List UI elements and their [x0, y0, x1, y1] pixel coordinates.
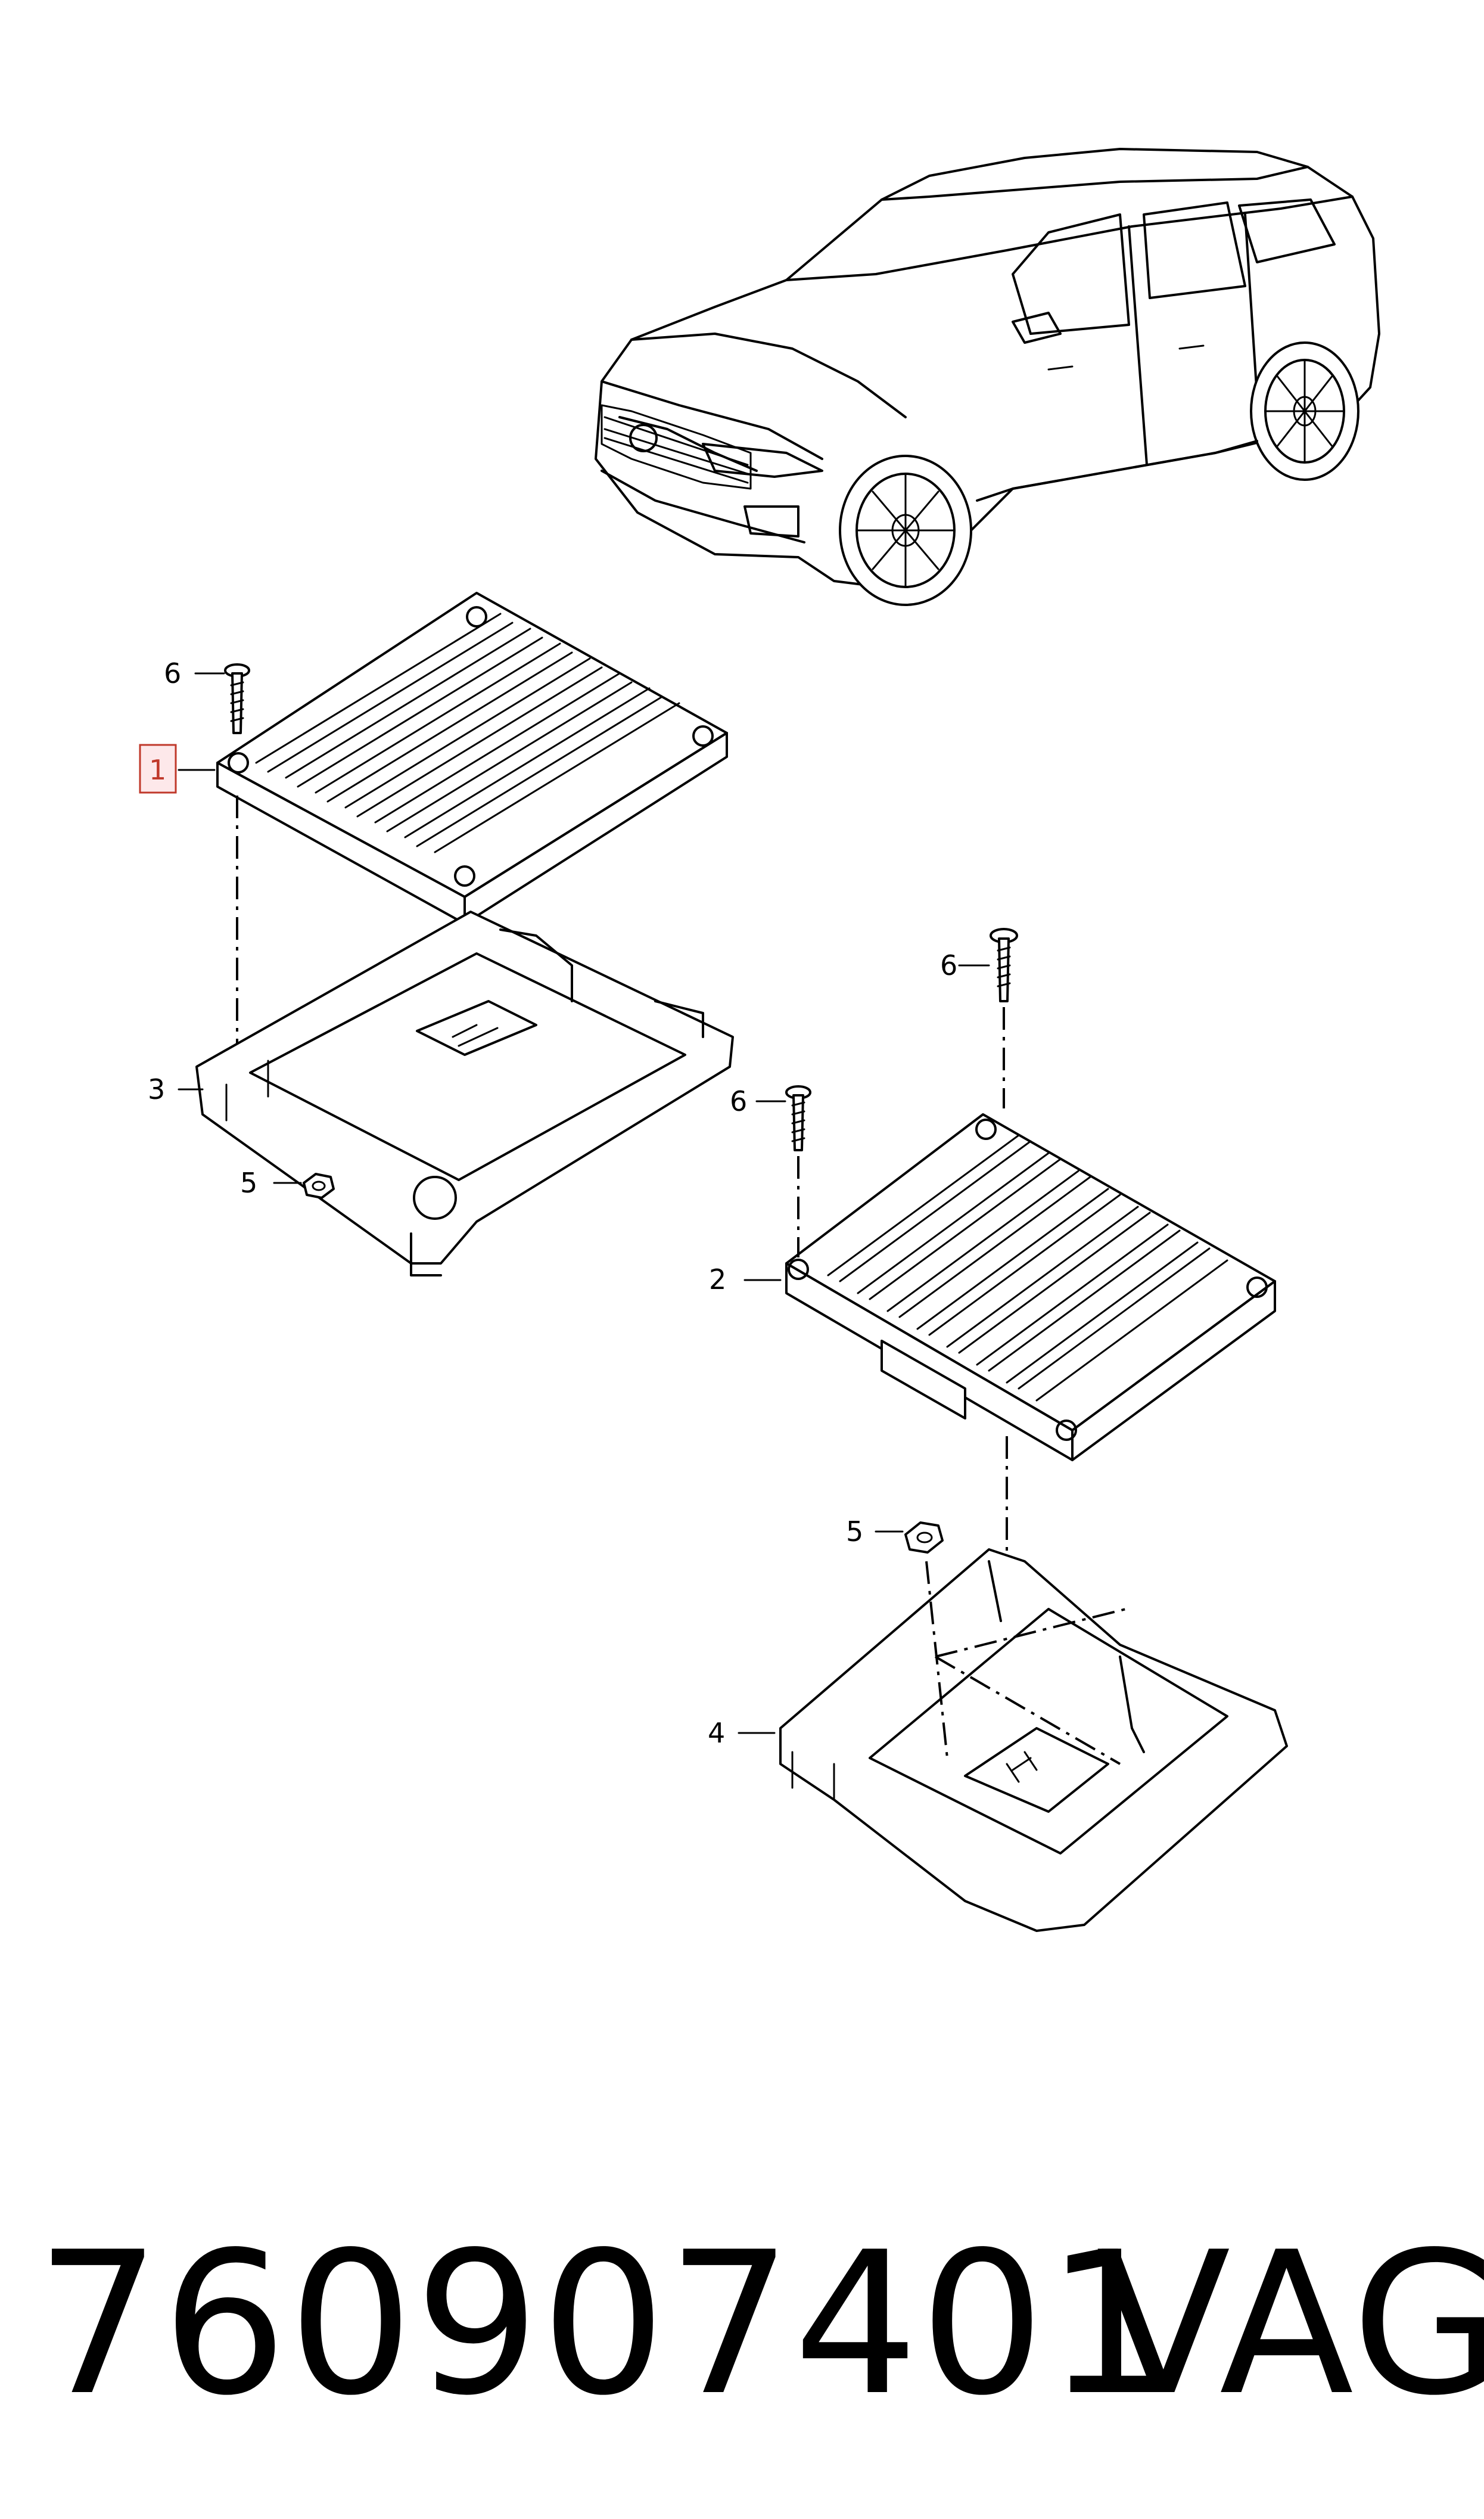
callout-label-6a[interactable]: 6 — [164, 657, 181, 689]
vehicle-illustration — [595, 148, 1380, 606]
part-number: 760907401 — [36, 2210, 1172, 2439]
bracket-3 — [195, 911, 734, 1276]
callout-label-1[interactable]: 1 — [149, 754, 166, 786]
control-unit-1 — [216, 592, 728, 925]
callout-leaders — [178, 672, 990, 1734]
callout-1-highlight — [139, 744, 177, 794]
assembly-line-5b-2 — [934, 1608, 1127, 1765]
nut-5a — [303, 1173, 335, 1199]
callout-label-6c[interactable]: 6 — [730, 1085, 747, 1117]
nut-5b — [904, 1521, 944, 1554]
callout-label-5b[interactable]: 5 — [846, 1515, 863, 1548]
assembly-line-5b — [925, 1561, 948, 1759]
callout-label-4[interactable]: 4 — [708, 1717, 725, 1749]
screw-6b — [990, 928, 1018, 1002]
callout-label-3[interactable]: 3 — [148, 1073, 165, 1105]
callout-label-5a[interactable]: 5 — [240, 1167, 257, 1199]
screw-6c — [785, 1085, 811, 1151]
screw-6a — [224, 663, 250, 734]
brand-label: VAG — [1096, 2210, 1484, 2439]
callout-label-2[interactable]: 2 — [709, 1263, 726, 1296]
callout-label-6b[interactable]: 6 — [940, 949, 957, 981]
control-unit-2 — [785, 1113, 1276, 1461]
bracket-4 — [779, 1548, 1288, 1932]
